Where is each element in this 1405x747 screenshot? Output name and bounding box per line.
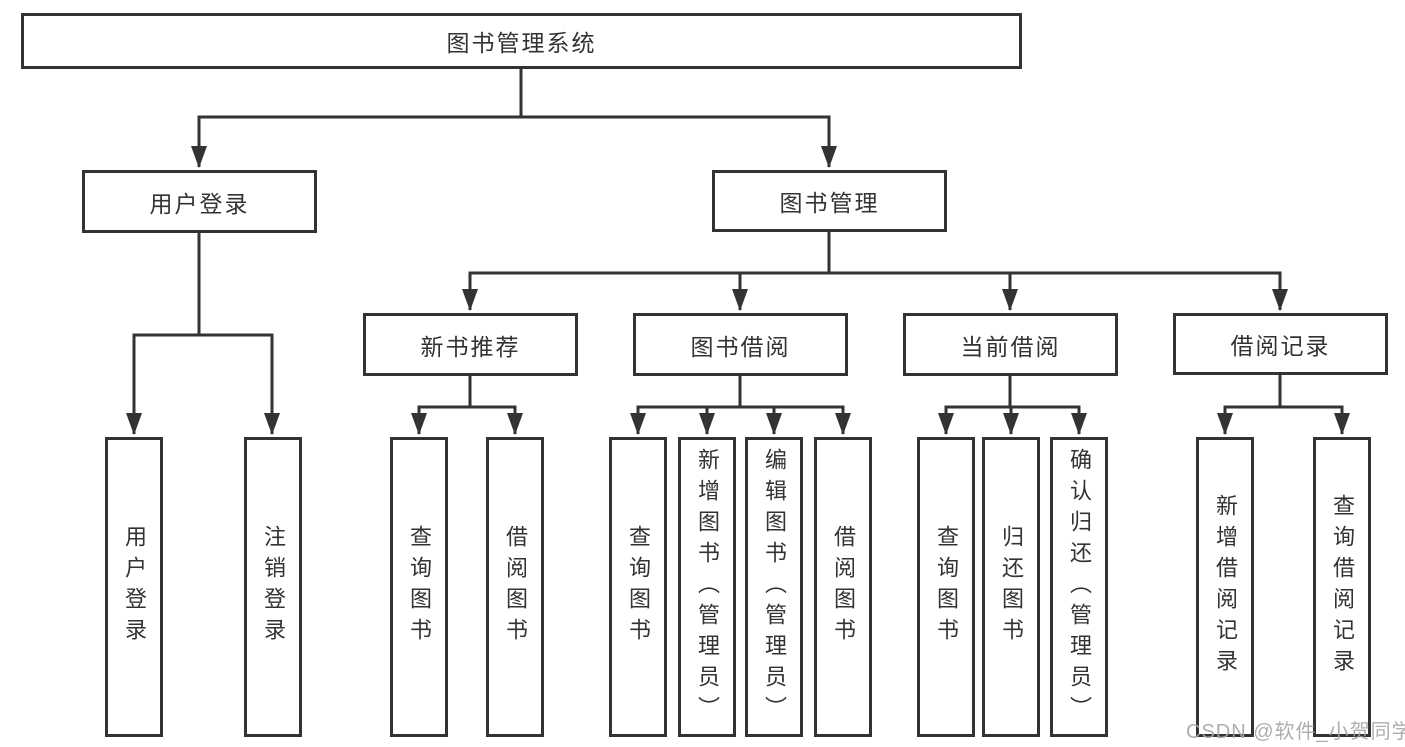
leaf-borrow-books-recommend: 借阅图书 — [486, 437, 544, 737]
leaf-query-borrow-record: 查询借阅记录 — [1313, 437, 1371, 737]
leaf-add-book-admin-label: 新增图书（管理员） — [695, 447, 720, 727]
leaf-user-login-label: 用户登录 — [122, 525, 147, 649]
leaf-return-book: 归还图书 — [982, 437, 1040, 737]
leaf-borrow-book-label: 借阅图书 — [831, 525, 856, 649]
leaf-borrow-book: 借阅图书 — [814, 437, 872, 737]
leaf-user-login: 用户登录 — [105, 437, 163, 737]
csdn-watermark: CSDN @软件_小贺同学 — [1186, 721, 1405, 743]
leaf-edit-book-admin-label: 编辑图书（管理员） — [762, 447, 787, 727]
node-borrow-records-label: 借阅记录 — [1230, 333, 1331, 359]
leaf-add-borrow-record-label: 新增借阅记录 — [1213, 494, 1238, 680]
leaf-query-books-current: 查询图书 — [917, 437, 975, 737]
leaf-query-books-borrowing-label: 查询图书 — [626, 525, 651, 649]
node-new-book-recommend: 新书推荐 — [363, 313, 578, 376]
leaf-add-borrow-record: 新增借阅记录 — [1196, 437, 1254, 737]
leaf-borrow-books-recommend-label: 借阅图书 — [503, 525, 528, 649]
leaf-query-books-borrowing: 查询图书 — [609, 437, 667, 737]
leaf-confirm-return-admin: 确认归还（管理员） — [1050, 437, 1108, 737]
leaf-query-books-recommend: 查询图书 — [390, 437, 448, 737]
node-new-book-recommend-label: 新书推荐 — [420, 333, 521, 360]
leaf-query-books-current-label: 查询图书 — [934, 525, 959, 649]
node-book-borrowing: 图书借阅 — [633, 313, 848, 376]
branch-book-management: 图书管理 — [712, 170, 947, 232]
leaf-query-borrow-record-label: 查询借阅记录 — [1330, 494, 1355, 680]
node-current-borrowing-label: 当前借阅 — [960, 333, 1061, 360]
leaf-add-book-admin: 新增图书（管理员） — [678, 437, 736, 737]
root-node-label: 图书管理系统 — [446, 30, 597, 56]
node-current-borrowing: 当前借阅 — [903, 313, 1118, 376]
leaf-logout: 注销登录 — [244, 437, 302, 737]
node-borrow-records: 借阅记录 — [1173, 313, 1388, 375]
root-node-library-system: 图书管理系统 — [21, 13, 1022, 69]
branch-user-login-label: 用户登录 — [149, 190, 250, 217]
leaf-return-book-label: 归还图书 — [999, 525, 1024, 649]
leaf-confirm-return-admin-label: 确认归还（管理员） — [1067, 447, 1092, 727]
branch-book-management-label: 图书管理 — [779, 190, 880, 216]
leaf-logout-label: 注销登录 — [261, 525, 286, 649]
leaf-query-books-recommend-label: 查询图书 — [407, 525, 432, 649]
branch-user-login: 用户登录 — [82, 170, 317, 233]
leaf-edit-book-admin: 编辑图书（管理员） — [745, 437, 803, 737]
node-book-borrowing-label: 图书借阅 — [690, 333, 791, 360]
